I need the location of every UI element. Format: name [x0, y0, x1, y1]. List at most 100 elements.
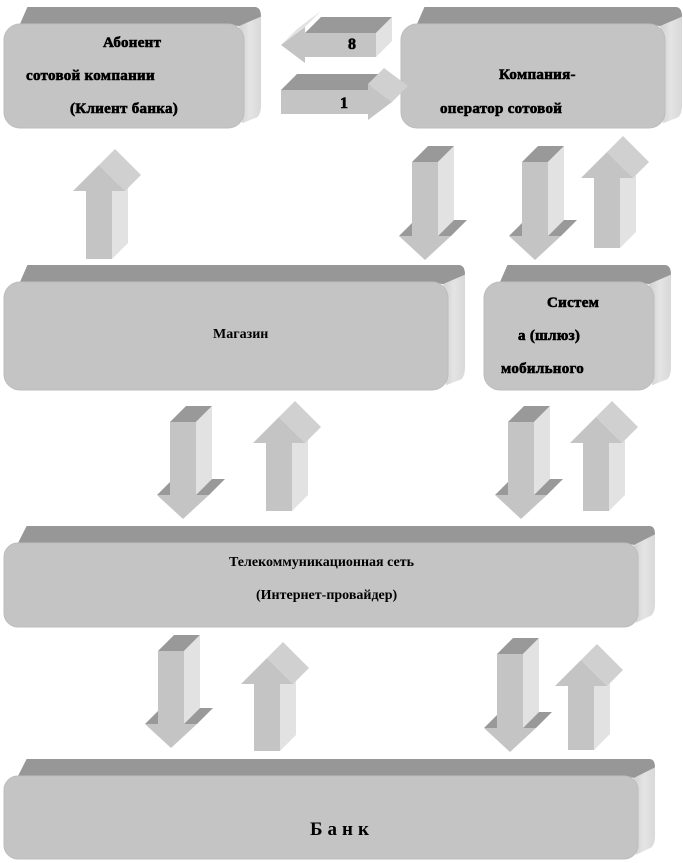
arrow-operator-to-subscriber-end — [376, 17, 392, 57]
arrow-operator-to-shop-side — [438, 146, 454, 236]
arrow-subscriber-to-operator — [281, 68, 408, 120]
arrow-telecom-to-bank-left-wing-right — [184, 708, 213, 724]
arrow-bank-to-telecom-right-front — [555, 660, 607, 750]
arrow-telecom-to-bank-right-wing-right — [523, 712, 552, 728]
arrow-bank-to-telecom-right — [555, 644, 623, 750]
arrow-telecom-to-bank-left-cap — [158, 635, 200, 651]
arrow-telecom-to-bank-right-front — [484, 654, 536, 752]
operator-box-front-face — [400, 23, 666, 129]
arrow-telecom-to-gateway — [570, 401, 638, 511]
arrow-operator-to-gateway — [509, 146, 577, 260]
telecom-box-top-face — [18, 526, 655, 546]
arrow-bank-to-telecom-right-side — [594, 670, 610, 750]
arrow-shop-to-telecom-side — [196, 406, 212, 495]
telecom-label-line-1: Телекоммуникационная сеть — [229, 555, 414, 570]
shop-label-line-1: Магазин — [213, 327, 269, 342]
gateway-box — [483, 265, 671, 391]
subscriber-box-front-face — [3, 23, 245, 129]
arrow-gateway-to-operator-front — [581, 152, 633, 248]
bank-box — [3, 759, 655, 860]
arrow-operator-to-shop-wing-right — [438, 220, 467, 236]
gateway-box-front-face — [483, 281, 655, 391]
shop-box — [3, 265, 465, 391]
arrow-operator-to-shop-cap — [412, 146, 454, 162]
gateway-box-top-face — [500, 265, 671, 286]
arrow-gateway-to-operator — [581, 136, 649, 248]
subscriber-label-line-2: сотовой компании — [26, 68, 155, 85]
telecom-label-line-2: (Интернет-провайдер) — [256, 588, 398, 603]
arrow-gateway-to-telecom — [495, 406, 563, 519]
arrow-gateway-to-telecom-front — [495, 422, 547, 519]
arrow-telecom-to-shop-front — [253, 417, 305, 511]
arrow-telecom-to-bank-right-side — [523, 638, 539, 728]
arrow-shop-to-subscriber — [73, 149, 141, 259]
gateway-label-line-1: Систем — [547, 295, 600, 312]
arrow-gateway-to-telecom-wing-right — [534, 479, 563, 495]
operator-box-top-face — [417, 7, 682, 28]
arrow-telecom-to-bank-left-front — [145, 651, 197, 748]
arrow-operator-to-shop-front — [399, 162, 451, 260]
arrow-shop-to-telecom-wing-right — [196, 479, 225, 495]
arrow-telecom-to-bank-left — [145, 635, 213, 748]
arrow-shop-to-subscriber-front — [73, 165, 125, 259]
subscriber-box-top-face — [20, 7, 261, 28]
arrow-operator-to-shop — [399, 146, 467, 260]
gateway-box-side-face — [649, 274, 671, 386]
arrow-bank-to-telecom-left-side — [280, 668, 296, 751]
arrow-gateway-to-operator-side — [620, 162, 636, 248]
arrow-telecom-to-gateway-side — [609, 427, 625, 511]
operator-label-line-2: оператор сотовой — [440, 101, 563, 118]
arrow-subscriber-to-operator-head-bevel — [368, 68, 408, 102]
arrow-gateway-to-telecom-side — [534, 406, 550, 495]
operator-box — [400, 7, 682, 129]
operator-box-side-face — [660, 16, 682, 124]
arrow-shop-to-telecom-front — [157, 422, 209, 519]
arrow-bank-to-telecom-right-head-bevel — [581, 644, 623, 686]
bank-box-front-face — [3, 775, 639, 860]
arrow-operator-to-subscriber-head-bevel — [281, 11, 321, 45]
arrow-gateway-to-operator-head-bevel — [607, 136, 649, 178]
arrow-operator-to-gateway-cap — [522, 146, 564, 162]
arrow-telecom-to-shop-side — [292, 427, 308, 511]
arrow-telecom-to-bank-right — [484, 638, 552, 752]
arrow-shop-to-subscriber-side — [112, 175, 128, 259]
arrow-subscriber-to-operator-top — [281, 74, 384, 90]
arrow-operator-to-subscriber-top — [305, 17, 392, 33]
arrow-operator-to-gateway-front — [509, 162, 561, 260]
edge-label-8: 8 — [348, 36, 357, 54]
telecom-box-front-face — [3, 542, 639, 628]
arrow-telecom-to-bank-right-cap — [497, 638, 539, 654]
shop-box-top-face — [20, 265, 465, 286]
arrow-operator-to-gateway-side — [548, 146, 564, 236]
arrow-shop-to-telecom-cap — [170, 406, 212, 422]
telecom-box-side-face — [633, 534, 655, 623]
arrow-gateway-to-telecom-cap — [508, 406, 550, 422]
operator-label-line-1: Компания- — [499, 67, 576, 84]
bank-label-line-1: Банк — [310, 819, 374, 840]
subscriber-label-line-1: Абонент — [103, 35, 162, 52]
arrow-bank-to-telecom-left — [241, 642, 309, 751]
bank-box-top-face — [18, 759, 655, 779]
arrow-shop-to-subscriber-head-bevel — [99, 149, 141, 191]
telecom-box — [3, 526, 655, 628]
gateway-label-line-3: мобильного — [501, 361, 585, 378]
arrow-telecom-to-shop — [253, 401, 321, 511]
arrow-subscriber-to-operator-front — [281, 84, 392, 120]
arrow-bank-to-telecom-left-head-bevel — [267, 642, 309, 684]
arrow-telecom-to-bank-left-side — [184, 635, 200, 724]
subscriber-label-line-3: (Клиент банка) — [70, 101, 179, 118]
arrow-shop-to-telecom — [157, 406, 225, 519]
arrow-telecom-to-shop-head-bevel — [279, 401, 321, 443]
gateway-label-line-2: а (шлюз) — [518, 328, 581, 345]
subscriber-box — [3, 7, 261, 129]
edge-label-1: 1 — [340, 95, 349, 113]
bank-box-side-face — [633, 767, 655, 855]
arrow-telecom-to-gateway-front — [570, 417, 622, 511]
arrow-operator-to-gateway-wing-right — [548, 220, 577, 236]
shop-box-front-face — [3, 281, 449, 391]
shop-box-side-face — [443, 274, 465, 386]
arrow-bank-to-telecom-left-front — [241, 658, 293, 751]
subscriber-box-side-face — [239, 16, 261, 124]
arrow-telecom-to-gateway-head-bevel — [596, 401, 638, 443]
